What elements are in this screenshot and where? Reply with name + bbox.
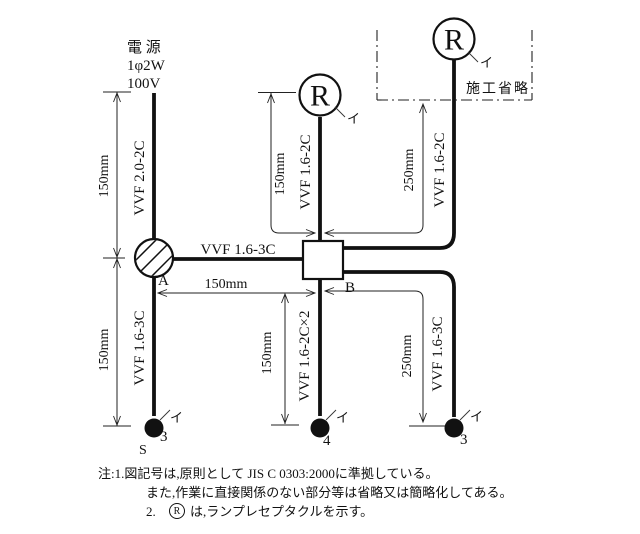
cable-run-right-bottom: [343, 270, 456, 417]
switch-ways: 3: [160, 429, 168, 445]
arrowhead: [156, 289, 168, 297]
switch-ways: 4: [323, 433, 331, 449]
arrowhead: [113, 91, 121, 103]
notes-block: 注:1.図記号は,原則として JIS C 0303:2000に準拠している。 ま…: [98, 466, 512, 519]
arrowhead: [281, 413, 289, 425]
dim-label-mid-bottom: 150mm: [260, 332, 275, 375]
circuit-tag: イ: [336, 410, 349, 425]
arrowhead: [323, 287, 335, 295]
note-symbol-letter: R: [174, 506, 181, 517]
arrowhead: [419, 412, 427, 424]
junction-a-label: A: [158, 273, 169, 289]
lamp-symbol-letter: R: [444, 24, 464, 57]
dim-label-right-bottom: 250mm: [400, 335, 415, 378]
arrowhead: [305, 289, 317, 297]
note-line-3-suffix: は,ランプレセプタクルを示す。: [190, 504, 373, 519]
cable-label-a-to-b: VVF 1.6-3C: [200, 242, 275, 258]
dim-label-mid-top: 150mm: [273, 153, 288, 196]
cable-label-mid-bottom: VVF 1.6-2C×2: [297, 311, 313, 402]
lamp-circle: [298, 73, 342, 117]
cable-label-source: VVF 2.0-2C: [132, 140, 148, 215]
arrowhead: [323, 229, 335, 237]
dim-label-left-bottom: 150mm: [97, 329, 112, 372]
junction-b-label: B: [345, 280, 355, 296]
switch-3way-left: イ 3 S: [139, 409, 183, 458]
hatch-line: [136, 240, 172, 276]
leader-line: [159, 409, 171, 421]
arrowhead: [113, 415, 121, 427]
hatch-line: [143, 247, 172, 276]
arrowhead: [267, 92, 275, 104]
dim-label-right-top: 250mm: [402, 149, 417, 192]
note-line-3-prefix: 2.: [146, 504, 156, 519]
dim-line-mid-top: [270, 93, 314, 234]
omission-area-outline: [376, 30, 533, 101]
circuit-tag: イ: [170, 410, 183, 425]
lamp-receptacle-middle: R イ: [298, 73, 360, 126]
cable-label-mid-top: VVF 1.6-2C: [298, 134, 314, 209]
circuit-tag: イ: [470, 409, 483, 424]
outlet-box-b: [301, 239, 345, 281]
hatch-line: [136, 240, 165, 269]
cable-run-right-top: [343, 60, 456, 250]
lamp-circle: [432, 17, 476, 61]
circuit-tag: イ: [347, 111, 360, 126]
note-line-2: また,作業に直接関係のない部分等は省略又は簡略化してある。: [146, 485, 512, 500]
arrowhead: [113, 257, 121, 269]
lamp-symbol-letter: R: [310, 80, 330, 113]
power-voltage: 100V: [127, 76, 161, 92]
omission-label: 施工省略: [466, 81, 530, 97]
switch-dot: [310, 418, 330, 438]
leader-line: [467, 51, 479, 63]
switch-3way-right: イ 3: [444, 409, 483, 448]
arrowhead: [281, 292, 289, 304]
note-line-1: 注:1.図記号は,原則として JIS C 0303:2000に準拠している。: [98, 466, 438, 481]
dim-line-right-top: [325, 104, 424, 234]
arrowhead: [113, 247, 121, 259]
leader-line: [334, 106, 346, 118]
dim-line-right-bottom: [325, 290, 424, 422]
dimension-lines: [103, 91, 447, 427]
switch-mark-s: S: [139, 443, 147, 458]
lamp-receptacle-symbol-icon: [169, 503, 185, 519]
lamp-receptacle-right: R イ: [432, 17, 493, 70]
dim-label-a-to-b: 150mm: [205, 277, 248, 292]
power-title: 電 源: [127, 39, 161, 56]
switch-dot: [144, 418, 164, 438]
circuit-tag: イ: [480, 55, 493, 70]
switch-dot: [444, 418, 464, 438]
switch-4way-center: イ 4: [310, 409, 349, 449]
leader-line: [325, 409, 337, 421]
dim-label-left-top: 150mm: [97, 155, 112, 198]
switch-ways: 3: [460, 432, 468, 448]
arrowhead: [419, 102, 427, 114]
power-phase: 1φ2W: [127, 58, 166, 74]
cable-label-right-top: VVF 1.6-2C: [432, 132, 448, 207]
arrowhead: [305, 229, 317, 237]
leader-line: [459, 409, 471, 421]
cable-label-right-bottom: VVF 1.6-3C: [430, 316, 446, 391]
power-source-label: 電 源 1φ2W 100V: [127, 39, 166, 92]
joint-box-a: [133, 237, 175, 279]
cable-label-left-bottom: VVF 1.6-3C: [132, 310, 148, 385]
